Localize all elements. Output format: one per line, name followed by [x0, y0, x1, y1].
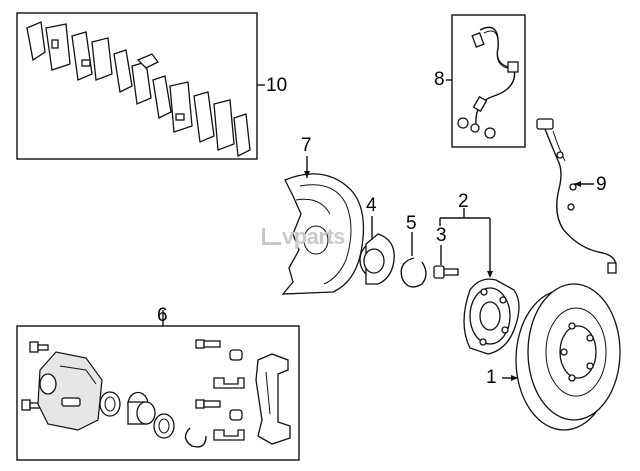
callout-9[interactable]: 9: [596, 174, 607, 195]
hose-kit-frame: [451, 14, 526, 148]
hose-kit-group[interactable]: [446, 14, 526, 148]
caliper-kit-group[interactable]: [16, 310, 300, 461]
callout-4[interactable]: 4: [366, 195, 377, 216]
wheel-bearing[interactable]: [359, 216, 395, 285]
pad-kit-parts: [26, 21, 251, 158]
pad-kit-frame: [16, 12, 258, 160]
watermark-text: vparts: [282, 224, 346, 249]
callout-1[interactable]: 1: [486, 367, 497, 388]
callout-6[interactable]: 6: [157, 305, 168, 326]
pad-kit-group[interactable]: [16, 12, 265, 160]
hub-bracket: [439, 208, 493, 278]
watermark-logo: vparts: [262, 224, 346, 250]
caliper-bracket: [255, 353, 291, 445]
caliper-kit-frame: [16, 325, 300, 461]
piston-and-seals: [99, 391, 207, 448]
caliper-clips: [213, 377, 245, 441]
hub-assembly[interactable]: [463, 278, 520, 355]
brake-rotor[interactable]: [502, 283, 621, 431]
callout-10[interactable]: 10: [266, 75, 288, 96]
callout-3[interactable]: 3: [436, 225, 447, 246]
caliper-bolts: [21, 339, 243, 421]
callout-5[interactable]: 5: [406, 213, 417, 234]
watermark-mark: [262, 228, 281, 245]
callout-8[interactable]: 8: [434, 69, 445, 90]
callout-7[interactable]: 7: [301, 135, 312, 156]
splash-shield[interactable]: [281, 156, 365, 295]
abs-sensor[interactable]: [536, 118, 617, 274]
caliper-body: [37, 351, 103, 431]
hub-bolt[interactable]: [433, 245, 459, 279]
callout-2[interactable]: 2: [458, 191, 469, 212]
brake-hose: [457, 26, 519, 139]
snap-ring[interactable]: [400, 232, 427, 288]
